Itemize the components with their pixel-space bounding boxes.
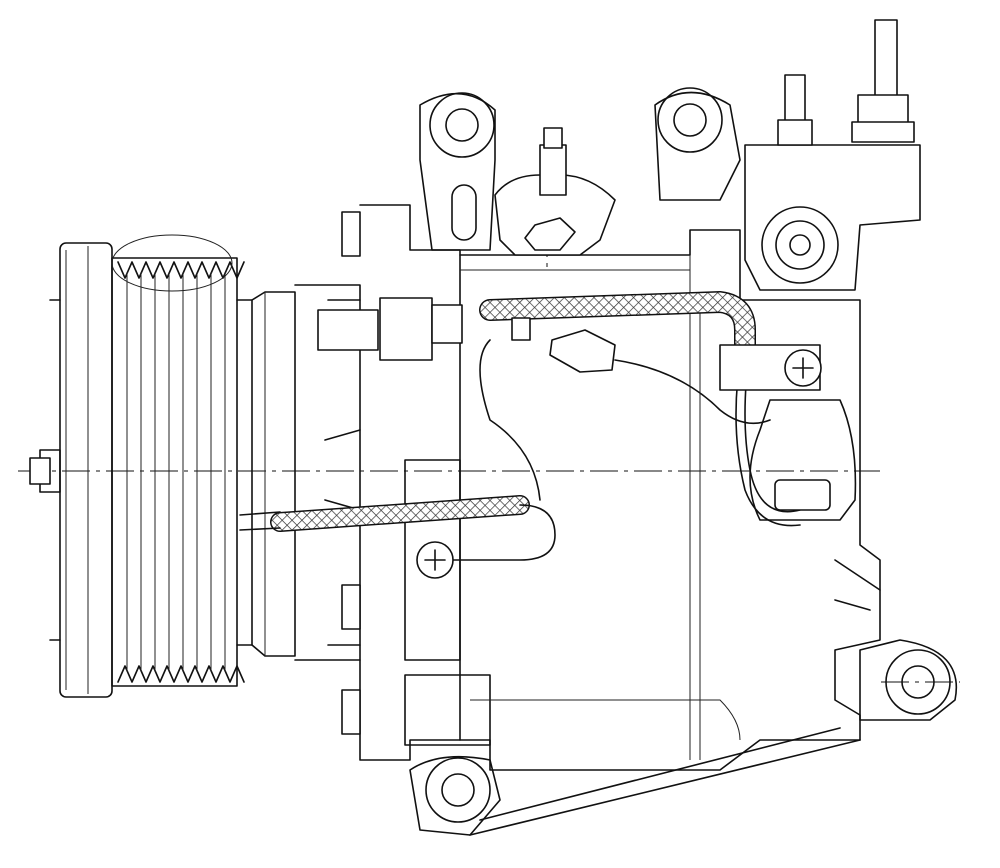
front-housing — [294, 204, 491, 761]
braided-sleeve-top — [480, 292, 755, 355]
wire-loop-lower — [449, 504, 556, 561]
bolt-head-top — [341, 211, 361, 257]
harness-clip — [511, 317, 531, 341]
mounting-ear-bottom-left — [409, 755, 501, 836]
connector-cap — [431, 304, 463, 344]
wire-loop-mid — [479, 339, 541, 501]
compressor-body — [459, 229, 881, 771]
connector-body — [379, 297, 433, 361]
coil-connector — [749, 399, 857, 521]
pulley-grooves — [111, 234, 245, 687]
lower-boss — [404, 674, 491, 746]
lower-rib — [469, 727, 861, 836]
bracket-stud-right — [874, 19, 898, 101]
pulley-nut — [29, 457, 51, 485]
pulley-rim — [111, 257, 238, 687]
body-outline — [459, 229, 881, 771]
bolt-head-mid — [341, 584, 361, 630]
braided-sleeve-lower — [271, 496, 529, 531]
sensor-lead — [614, 359, 771, 425]
clutch-plate — [59, 242, 113, 698]
screw-right — [784, 349, 822, 387]
sensor-plug — [549, 329, 616, 373]
mounting-ears — [409, 87, 957, 836]
screws — [416, 349, 822, 579]
pressure-fitting — [494, 127, 616, 256]
connector-left — [317, 309, 379, 351]
bolt-head-bottom — [341, 689, 361, 735]
connectors — [317, 297, 821, 391]
pulley-assembly — [29, 234, 296, 698]
mounting-ear-top-left — [419, 92, 496, 251]
pulley-hub — [236, 299, 253, 646]
relief-valve-bracket — [744, 19, 921, 291]
mounting-ear-bottom-right — [859, 639, 957, 721]
mounting-ear-top-right — [654, 87, 741, 201]
fitting-stem — [539, 144, 567, 196]
wire-ends — [239, 511, 281, 531]
wire-harness — [239, 290, 801, 561]
fitting-nut — [524, 217, 576, 251]
screw-left — [416, 541, 454, 579]
